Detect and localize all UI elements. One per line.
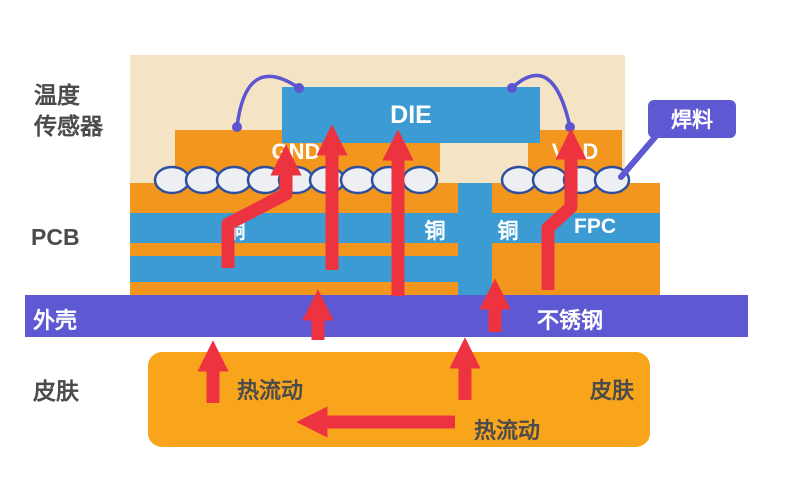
label-temperature-sensor: 温度 传感器 bbox=[34, 80, 103, 142]
copper-layer-bottom-left bbox=[130, 256, 458, 282]
fpc-label: FPC bbox=[574, 215, 616, 238]
pcb-divider bbox=[458, 183, 492, 295]
label-shell: 外壳 bbox=[33, 308, 78, 333]
label-skin-left: 皮肤 bbox=[33, 378, 79, 404]
copper-label-2: 铜 bbox=[424, 220, 446, 243]
label-pcb: PCB bbox=[31, 224, 80, 250]
shell-bar bbox=[25, 295, 748, 337]
heat-flow-label-lower: 热流动 bbox=[473, 418, 540, 443]
solder-callout: 焊料 bbox=[648, 100, 736, 138]
vdd-label: VDD bbox=[551, 139, 599, 164]
solder-callout-pointer bbox=[618, 133, 659, 180]
copper-label-3: 铜 bbox=[497, 220, 519, 243]
gnd-label: GND bbox=[271, 139, 321, 164]
skin-block bbox=[148, 352, 650, 447]
label-temperature-sensor-line1: 温度 bbox=[34, 82, 80, 108]
die-block: DIE bbox=[282, 87, 540, 143]
copper-label-1: 铜 bbox=[224, 220, 246, 243]
copper-layer-top-left bbox=[130, 213, 458, 243]
heat-flow-label-upper: 热流动 bbox=[236, 378, 303, 403]
stainless-steel-label: 不锈钢 bbox=[537, 308, 604, 333]
label-temperature-sensor-line2: 传感器 bbox=[34, 113, 103, 139]
skin-label-in-box: 皮肤 bbox=[589, 378, 634, 403]
